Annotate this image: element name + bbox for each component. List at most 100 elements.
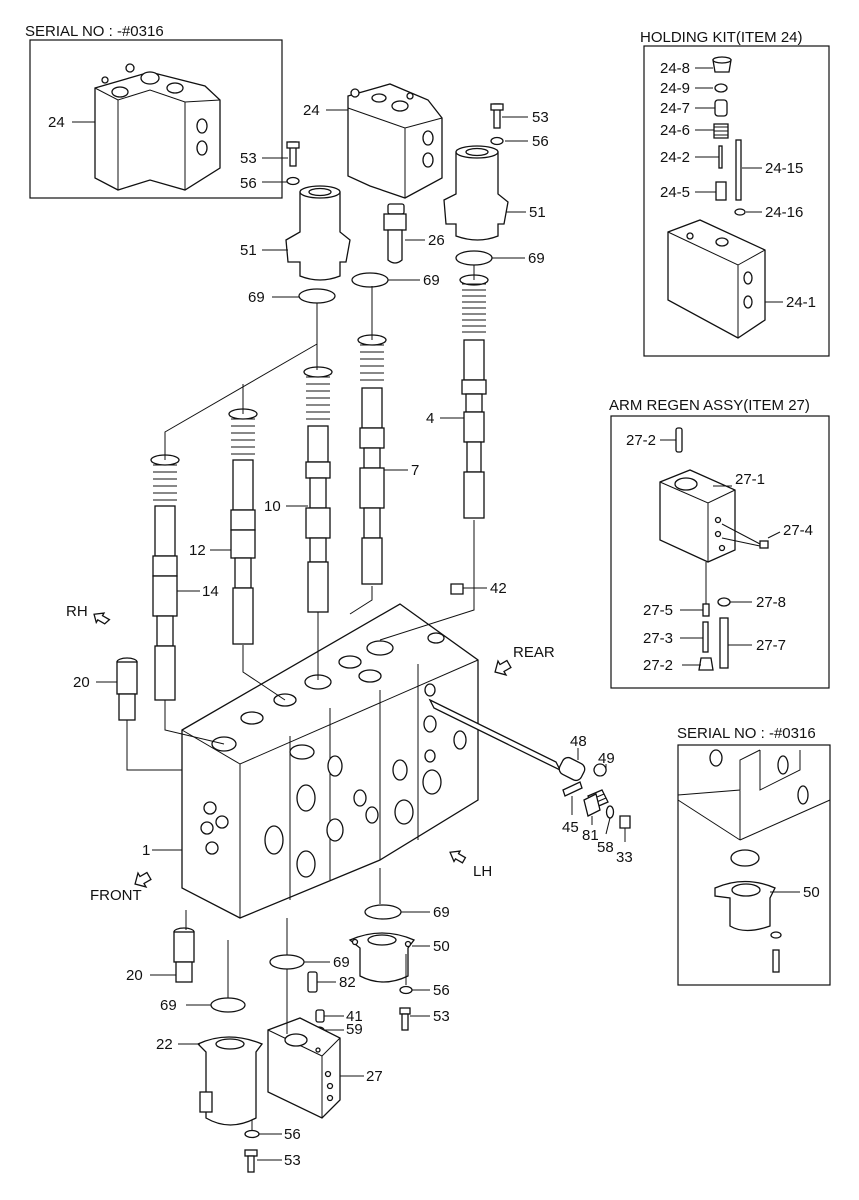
valve-22 (196, 1036, 264, 1126)
label-1: 1 (142, 842, 150, 859)
label-50: 50 (433, 938, 450, 955)
plug-20-lower (173, 927, 195, 983)
label-56-c: 56 (433, 982, 450, 999)
label-24-6: 24-6 (660, 122, 690, 139)
label-56-b: 56 (532, 133, 549, 150)
bolt-53-right (490, 103, 504, 146)
label-41: 41 (346, 1008, 363, 1025)
label-20-a: 20 (73, 674, 90, 691)
label-53-d: 53 (284, 1152, 301, 1169)
plug-33 (619, 815, 631, 829)
label-24-7: 24-7 (660, 100, 690, 117)
plug-20-upper (116, 657, 138, 721)
check-valve-26 (383, 203, 407, 264)
label-69-c: 69 (528, 250, 545, 267)
bolt-53-d (244, 1149, 258, 1173)
label-51-a: 51 (240, 242, 257, 259)
part-49-ring (593, 763, 607, 777)
label-56-d: 56 (284, 1126, 301, 1143)
label-42: 42 (490, 580, 507, 597)
label-81: 81 (582, 827, 599, 844)
label-27: 27 (366, 1068, 383, 1085)
holding-block-24 (347, 83, 443, 199)
label-59: 59 (346, 1021, 363, 1038)
direction-rear: REAR (494, 644, 555, 676)
label-82: 82 (339, 974, 356, 991)
label-27-4: 27-4 (783, 522, 813, 539)
o-ring-69-d (364, 904, 402, 920)
washer-56-d (244, 1129, 260, 1139)
label-27-5: 27-5 (643, 602, 673, 619)
o-ring-69-b (351, 272, 389, 288)
holding-kit-frame (643, 45, 830, 357)
holding-kit-parts (667, 56, 766, 339)
label-24-5: 24-5 (660, 184, 690, 201)
direction-front: FRONT (90, 871, 152, 904)
holding-block-24-top (94, 63, 221, 191)
spool-12 (228, 408, 258, 645)
label-20-b: 20 (126, 967, 143, 984)
label-14: 14 (202, 583, 219, 600)
label-51-b: 51 (529, 204, 546, 221)
serial-inset-top: SERIAL NO : -#0316 24 (25, 23, 283, 199)
direction-rh-label: RH (66, 603, 88, 620)
direction-rear-label: REAR (513, 644, 555, 661)
arm-regen-block-27 (267, 1017, 341, 1119)
label-24-1: 24-1 (786, 294, 816, 311)
washer-56-c (399, 985, 413, 995)
label-10: 10 (264, 498, 281, 515)
label-27-1: 27-1 (735, 471, 765, 488)
spool-7 (357, 334, 387, 585)
label-69-d: 69 (433, 904, 450, 921)
arm-regen-frame (610, 415, 830, 689)
label-24-15: 24-15 (765, 160, 803, 177)
o-ring-69-c (455, 250, 493, 266)
label-69-e: 69 (333, 954, 350, 971)
direction-front-label: FRONT (90, 887, 142, 904)
plug-42 (450, 583, 464, 595)
rod-48 (428, 698, 586, 782)
o-ring-69-a (298, 288, 336, 304)
label-12: 12 (189, 542, 206, 559)
label-53-a: 53 (240, 150, 257, 167)
label-27-8: 27-8 (756, 594, 786, 611)
cover-51-right (443, 145, 509, 241)
o-ring-69-e (269, 954, 305, 970)
serial-right-parts (677, 749, 831, 973)
label-69-b: 69 (423, 272, 440, 289)
serial-inset-top-frame (29, 39, 283, 199)
label-27-3: 27-3 (643, 630, 673, 647)
serial-inset-top-title: SERIAL NO : -#0316 (25, 23, 164, 40)
cover-50 (348, 932, 416, 983)
label-69-f: 69 (160, 997, 177, 1014)
arm-regen-inset: ARM REGEN ASSY(ITEM 27) 27-2 27-1 (609, 397, 830, 689)
label-48: 48 (570, 733, 587, 750)
label-27-2-top: 27-2 (626, 432, 656, 449)
label-27-2-bottom: 27-2 (643, 657, 673, 674)
serial-inset-right-frame (677, 744, 831, 986)
o-ring-69-f (210, 997, 246, 1013)
label-26: 26 (428, 232, 445, 249)
arm-regen-parts (659, 427, 769, 671)
label-69-a: 69 (248, 289, 265, 306)
valve-body-1 (181, 603, 479, 919)
label-33: 33 (616, 849, 633, 866)
label-24-16: 24-16 (765, 204, 803, 221)
label-22: 22 (156, 1036, 173, 1053)
bolt-53-left (286, 141, 300, 186)
spool-10 (303, 366, 333, 613)
pin-82 (307, 971, 318, 993)
label-24-top: 24 (48, 114, 65, 131)
label-24-8: 24-8 (660, 60, 690, 77)
label-24-main: 24 (303, 102, 320, 119)
direction-rh: RH (66, 603, 111, 625)
label-24-9: 24-9 (660, 80, 690, 97)
label-50-right: 50 (803, 884, 820, 901)
label-53-b: 53 (532, 109, 549, 126)
direction-lh-label: LH (473, 863, 492, 880)
cover-51-left (285, 185, 351, 281)
pin-45 (562, 781, 583, 797)
label-45: 45 (562, 819, 579, 836)
spring-81 (583, 793, 601, 817)
